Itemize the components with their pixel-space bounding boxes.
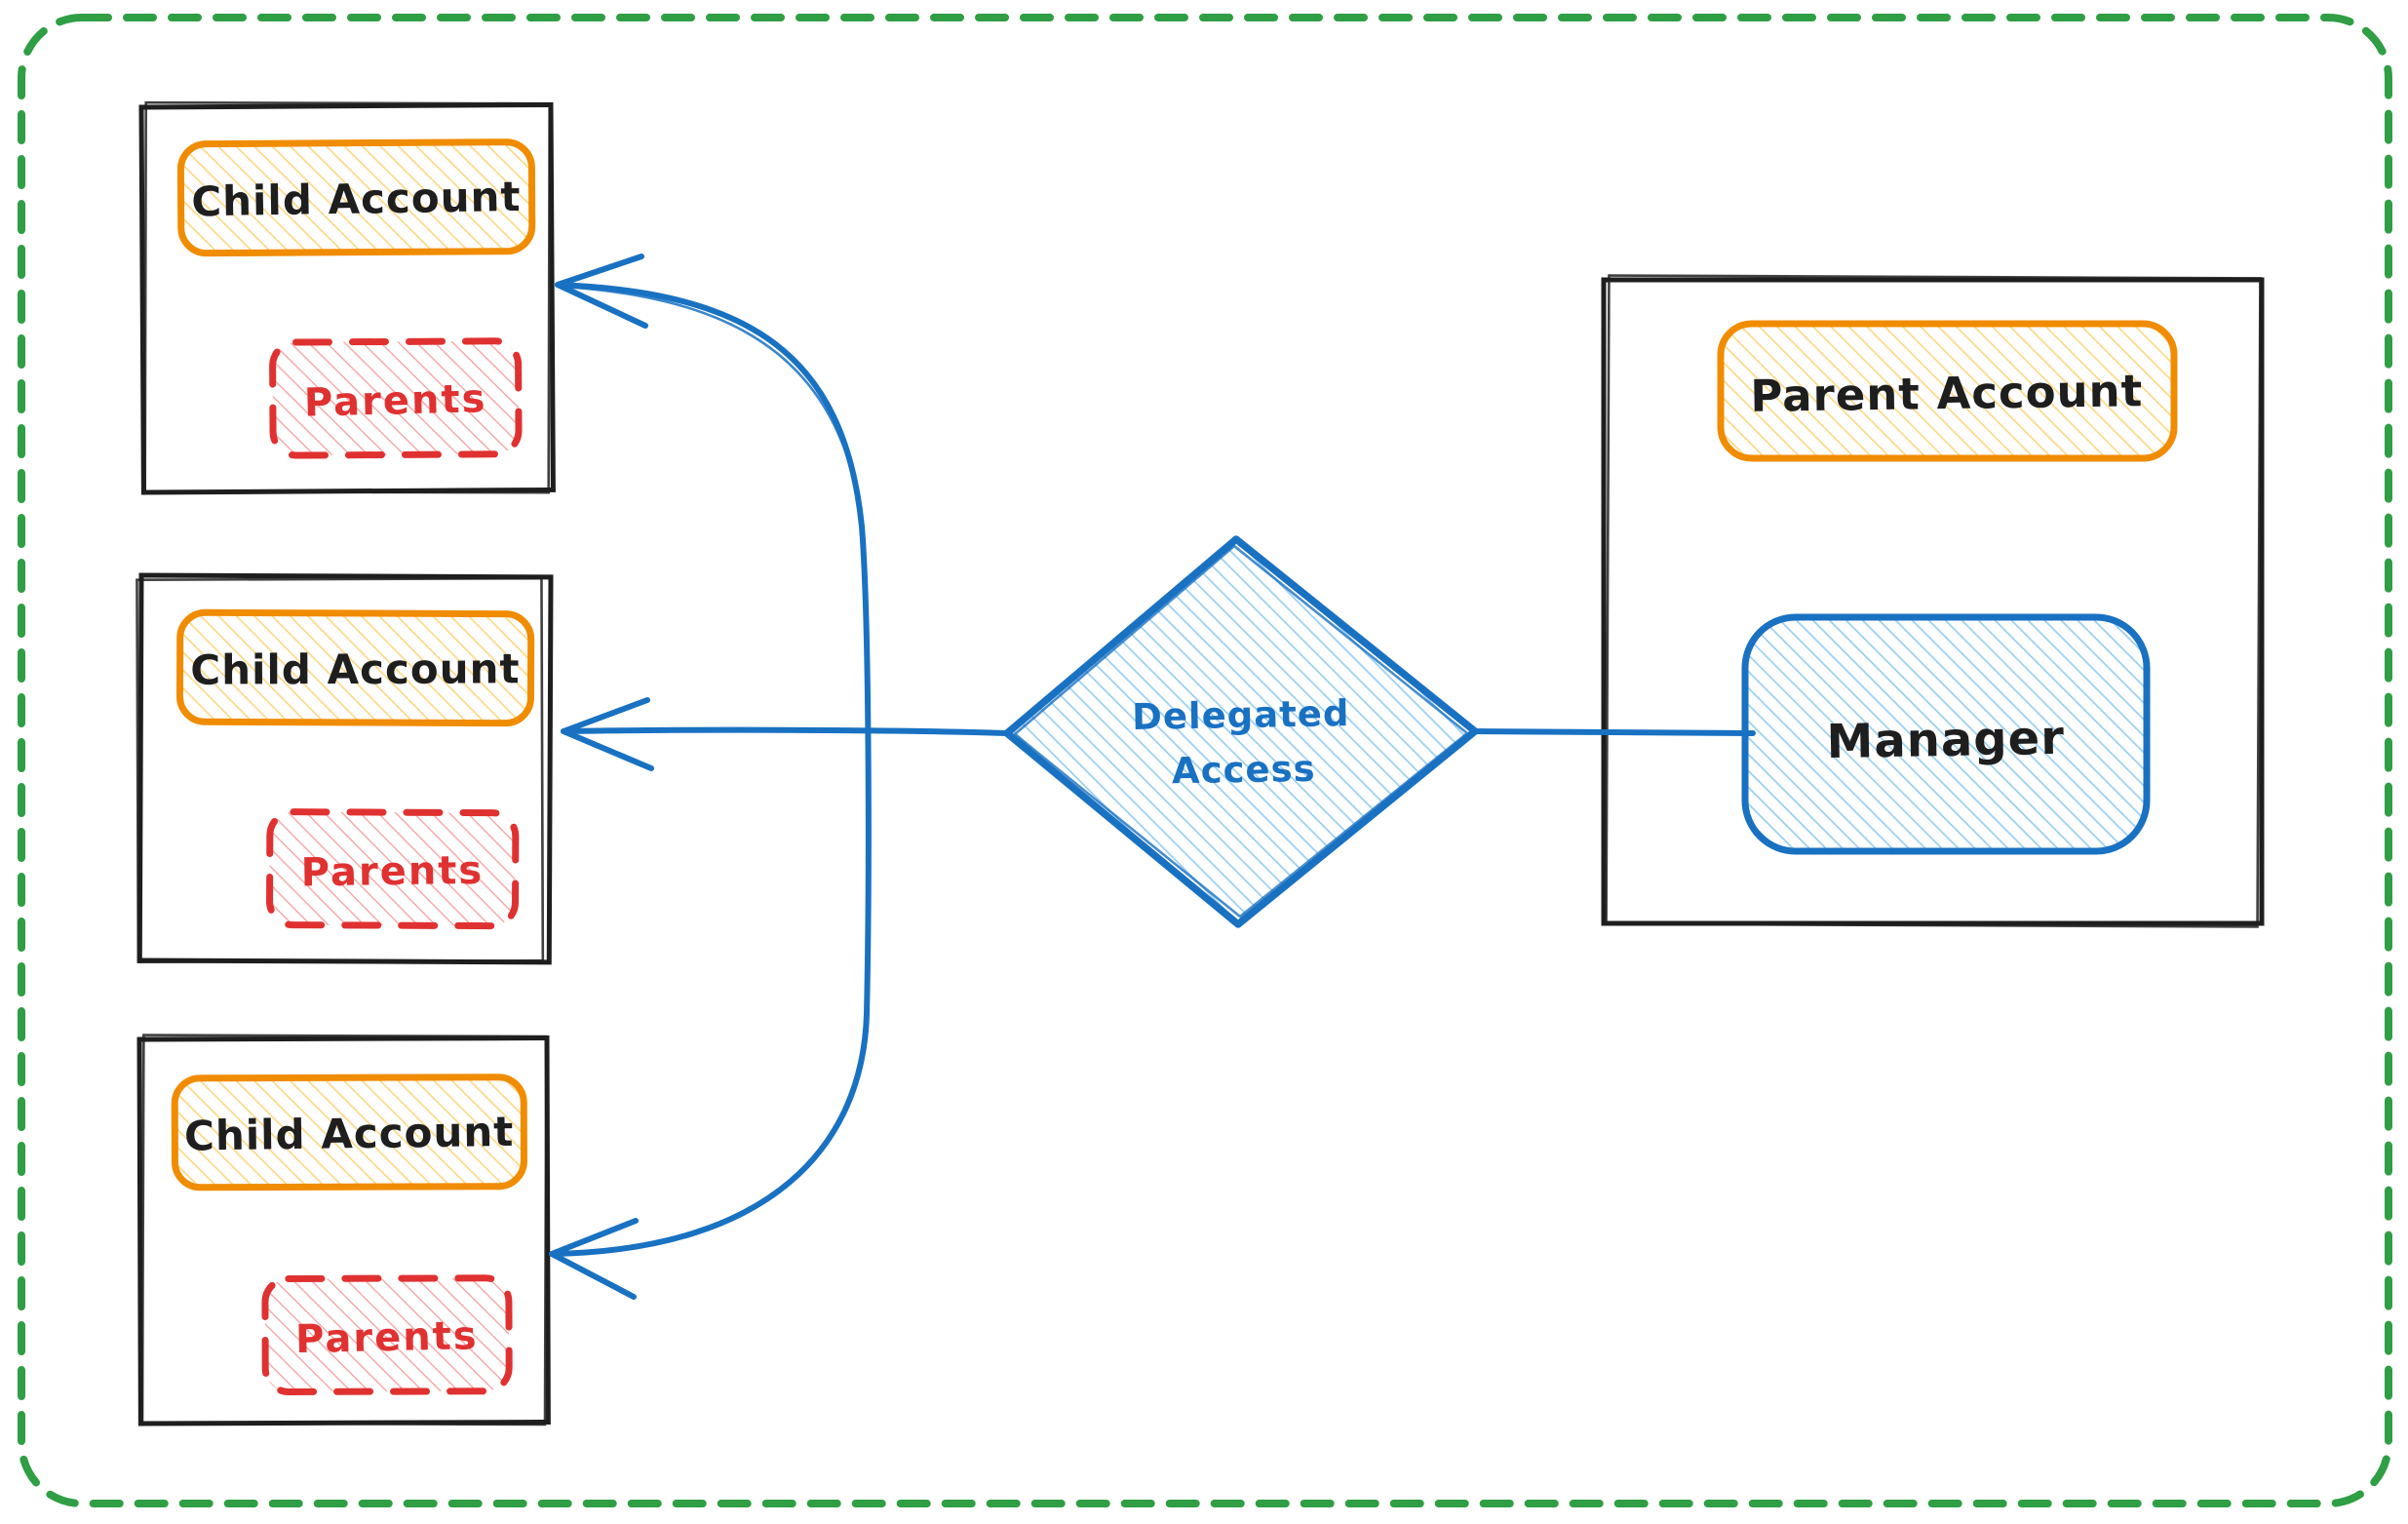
manager-label: Manager: [1826, 711, 2065, 769]
child-group-1-box-sketchline: [143, 100, 552, 494]
decision-diamond-sketchline: [1013, 544, 1469, 918]
parents-3-label: Parents: [295, 1313, 479, 1362]
manager-to-diamond-link: [1472, 728, 1756, 736]
arrow-to-child-2-shaft: [561, 726, 1010, 736]
child-account-2-shape: [175, 608, 535, 727]
parents-1-shape: [269, 337, 523, 459]
green-dashed-frame: [18, 14, 2392, 1507]
decision-label-line2: Access: [1172, 748, 1316, 793]
arrow-curve-child-1-to-3-shaft: [549, 282, 872, 1257]
child-group-1: Child Account Parents: [138, 100, 556, 495]
parent-account-label: Parent Account: [1750, 365, 2143, 422]
parents-1-label: Parents: [303, 376, 487, 425]
child-group-3-box-sketchline: [140, 1034, 548, 1426]
parent-group: Parent Account Manager: [1601, 274, 2265, 928]
decision-diamond-shape: [1003, 535, 1479, 928]
decision-label-line1: Delegated: [1132, 692, 1350, 738]
child-group-3: Child Account Parents: [136, 1034, 551, 1426]
child-group-2-box-sketchline: [136, 576, 545, 963]
child-account-1-shape: [176, 138, 536, 257]
child-group-2: Child Account Parents: [136, 572, 554, 965]
parents-2-label: Parents: [300, 848, 484, 895]
arrow-to-child-1-head: [555, 254, 648, 329]
arrow-curve-sketchline: [559, 285, 867, 548]
connectors: [549, 254, 1756, 1300]
arrow-to-child-3-head: [549, 1218, 639, 1300]
parent-group-box-sketchline: [1605, 274, 2262, 928]
parents-3-shape: [261, 1274, 513, 1395]
child-account-3-shape: [171, 1074, 527, 1192]
child-account-3-label: Child Account: [184, 1108, 515, 1160]
parents-2-shape: [266, 808, 520, 930]
decision-diamond: Delegated Access: [1003, 535, 1479, 928]
arrow-to-child-2-head: [561, 697, 654, 771]
parent-account-shape: [1717, 320, 2178, 462]
child-account-2-label: Child Account: [190, 645, 520, 693]
child-account-1-label: Child Account: [191, 173, 522, 226]
